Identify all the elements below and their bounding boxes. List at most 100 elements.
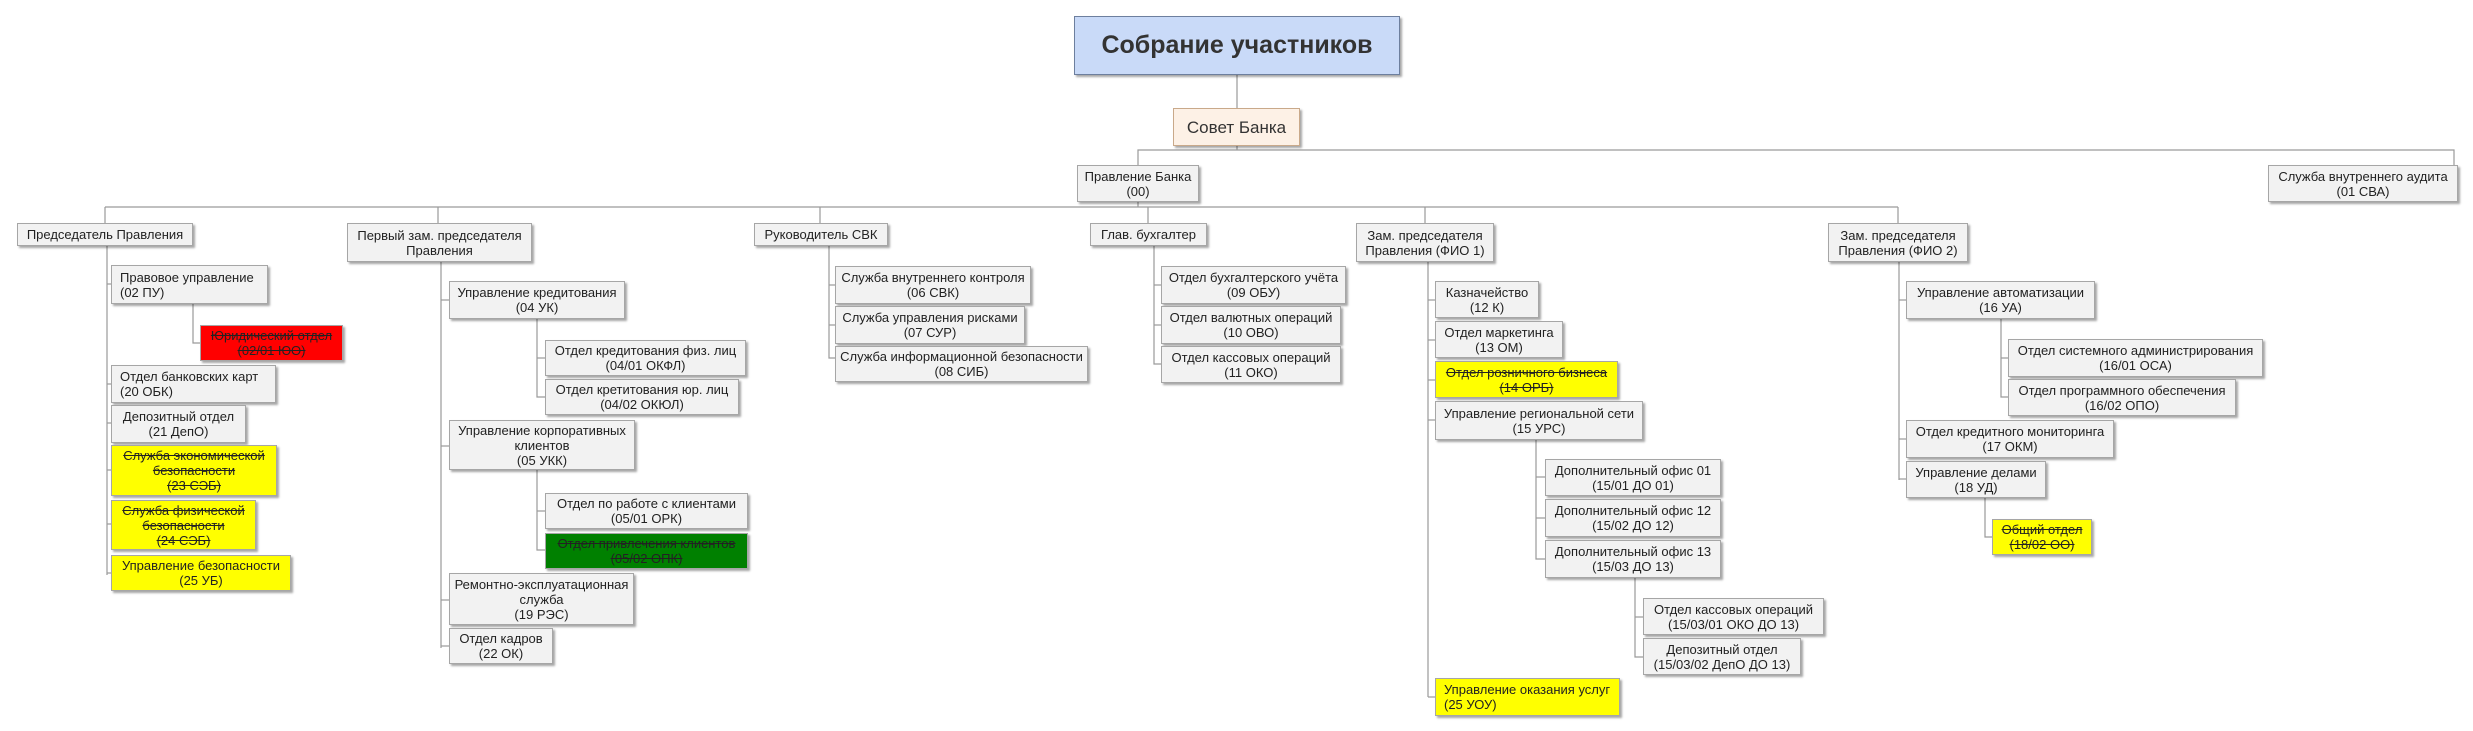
node-code: (05/02 ОПК) [610,551,683,566]
node-title: Управление региональной сети [1443,405,1635,421]
node-title: Управление делами [1915,464,2037,480]
node-code: (14 ОРБ) [1499,379,1554,395]
node-automation-directorate: Управление автоматизации (16 УА) [1906,281,2095,319]
node-information-security: Служба информационной безопасности (08 С… [835,346,1088,382]
node-code: (05 УКК) [516,452,568,468]
node-code: (07 СУР) [903,325,957,340]
node-code: (02/01 ЮО) [237,343,306,358]
node-subtitle: служба [519,591,564,607]
node-branch-12: Дополнительный офис 12 (15/02 ДО 12) [1545,499,1721,537]
node-code: (17 ОКМ) [1982,439,2038,454]
node-title: Служба экономической [123,448,265,463]
node-title: Служба физической [122,502,245,518]
node-code: (22 ОК) [478,646,524,661]
node-marketing: Отдел маркетинга (13 ОМ) [1435,321,1563,358]
node-title: Отдел программного обеспечения [2018,382,2226,398]
node-title: Зам. председателя [1367,227,1483,243]
node-retail-credit: Отдел кредитования физ. лиц (04/01 ОКФЛ) [545,340,746,376]
node-code: (04 УК) [515,300,559,315]
node-code: (25 УОУ) [1444,697,1497,712]
node-general-department: Общий отдел (18/02 ОО) [1992,519,2092,555]
node-code: (11 ОКО) [1224,364,1278,380]
node-regional-network: Управление региональной сети (15 УРС) [1435,401,1643,440]
node-title: Правовое управление [120,269,254,285]
node-corporate-credit: Отдел кретитования юр. лиц (04/02 ОКЮЛ) [545,379,739,415]
node-code: (09 ОБУ) [1226,285,1281,300]
node-code: (19 РЭС) [514,606,569,622]
node-branch13-deposit: Депозитный отдел (15/03/02 ДепО ДО 13) [1643,638,1801,675]
node-title: Служба внутреннего аудита [2278,168,2448,184]
node-title: Дополнительный офис 12 [1554,503,1712,518]
node-title: Общий отдел [2001,522,2083,537]
node-title: Отдел розничного бизнеса [1445,364,1608,380]
node-internal-control: Служба внутреннего контроля (06 СВК) [835,266,1031,304]
node-branch13-cash-operations: Отдел кассовых операций (15/03/01 ОКО ДО… [1643,598,1824,635]
node-retail-business: Отдел розничного бизнеса (14 ОРБ) [1435,361,1618,398]
node-chairman: Председатель Правления [17,223,193,246]
node-code: (20 ОБК) [120,384,173,399]
node-code: (12 К) [1469,299,1505,315]
node-deputy-fio1: Зам. председателя Правления (ФИО 1) [1356,223,1494,262]
node-system-administration: Отдел системного администрирования (16/0… [2008,339,2263,377]
node-risk-management: Служба управления рисками (07 СУР) [835,306,1025,344]
node-title: Отдел привлечения клиентов [557,536,736,551]
node-title: Дополнительный офис 13 [1554,544,1712,559]
node-subtitle: Правления (ФИО 2) [1838,242,1958,258]
node-services-directorate: Управление оказания услуг (25 УОУ) [1435,678,1620,716]
node-software-department: Отдел программного обеспечения (16/02 ОП… [2008,379,2236,416]
node-client-relations: Отдел по работе с клиентами (05/01 ОРК) [545,493,748,529]
node-title: Депозитный отдел [1666,641,1778,657]
node-bank-board: Правление Банка (00) [1077,165,1199,202]
node-physical-security: Служба физической безопасности (24 СЭБ) [111,500,256,550]
node-code: (15 УРС) [1512,420,1566,436]
node-code: (00) [1126,183,1150,199]
node-security-directorate: Управление безопасности (25 УБ) [111,555,291,591]
node-office-management: Управление делами (18 УД) [1906,461,2046,498]
node-title: Собрание участников [1101,31,1373,59]
node-title: Отдел кредитования физ. лиц [554,343,737,358]
node-title: Отдел кадров [459,631,543,646]
node-title: Председатель Правления [26,227,184,242]
node-title: Служба управления рисками [842,310,1018,325]
node-internal-audit: Служба внутреннего аудита (01 СВА) [2268,165,2458,202]
node-first-deputy: Первый зам. председателя Правления [347,223,532,262]
node-credit-monitoring: Отдел кредитного мониторинга (17 ОКМ) [1906,420,2114,458]
node-title: Отдел кассовых операций [1653,601,1814,617]
node-corporate-clients: Управление корпоративных клиентов (05 УК… [449,420,635,470]
node-subtitle: безопасности [152,463,236,478]
node-legal-department: Правовое управление (02 ПУ) [111,265,268,304]
node-title: Юридический отдел [210,328,333,343]
node-title: Руководитель СВК [764,227,878,242]
node-subtitle: клиентов [514,437,570,453]
node-title: Служба внутреннего контроля [841,270,1025,285]
node-code: (05/01 ОРК) [610,511,683,526]
node-bank-council: Совет Банка [1173,108,1300,146]
node-deposit-department: Депозитный отдел (21 ДепО) [111,405,246,443]
node-code: (15/03/01 ОКО ДО 13) [1667,616,1800,632]
node-client-acquisition: Отдел привлечения клиентов (05/02 ОПК) [545,533,748,569]
node-title: Отдел кретитования юр. лиц [555,382,729,397]
node-code: (15/03 ДО 13) [1592,559,1674,574]
node-chief-accountant: Глав. бухгалтер [1090,223,1207,246]
node-cash-operations: Отдел кассовых операций (11 ОКО) [1161,346,1341,383]
node-bank-cards: Отдел банковских карт (20 ОБК) [111,365,276,403]
node-title: Отдел кассовых операций [1171,349,1331,365]
node-branch-01: Дополнительный офис 01 (15/01 ДО 01) [1545,459,1721,496]
node-title: Казначейство [1445,284,1529,300]
node-code: (21 ДепО) [148,424,209,439]
node-code: (02 ПУ) [120,284,165,300]
node-title: Первый зам. председателя [357,227,522,243]
node-maintenance-service: Ремонтно-эксплуатационная служба (19 РЭС… [449,573,634,625]
node-code: (10 ОВО) [1223,325,1279,340]
node-title: Служба информационной безопасности [840,349,1083,364]
node-title: Отдел маркетинга [1444,324,1554,340]
node-title: Отдел бухгалтерского учёта [1168,270,1339,285]
node-subtitle: Правления (ФИО 1) [1365,242,1485,258]
node-code: (15/03/02 ДепО ДО 13) [1653,656,1791,672]
node-meeting-of-participants: Собрание участников [1074,16,1400,75]
node-code: (18 УД) [1954,479,1998,495]
node-code: (16/01 ОСА) [2099,358,2172,373]
node-code: (15/02 ДО 12) [1592,518,1674,533]
node-currency-operations: Отдел валютных операций (10 ОВО) [1161,306,1341,344]
